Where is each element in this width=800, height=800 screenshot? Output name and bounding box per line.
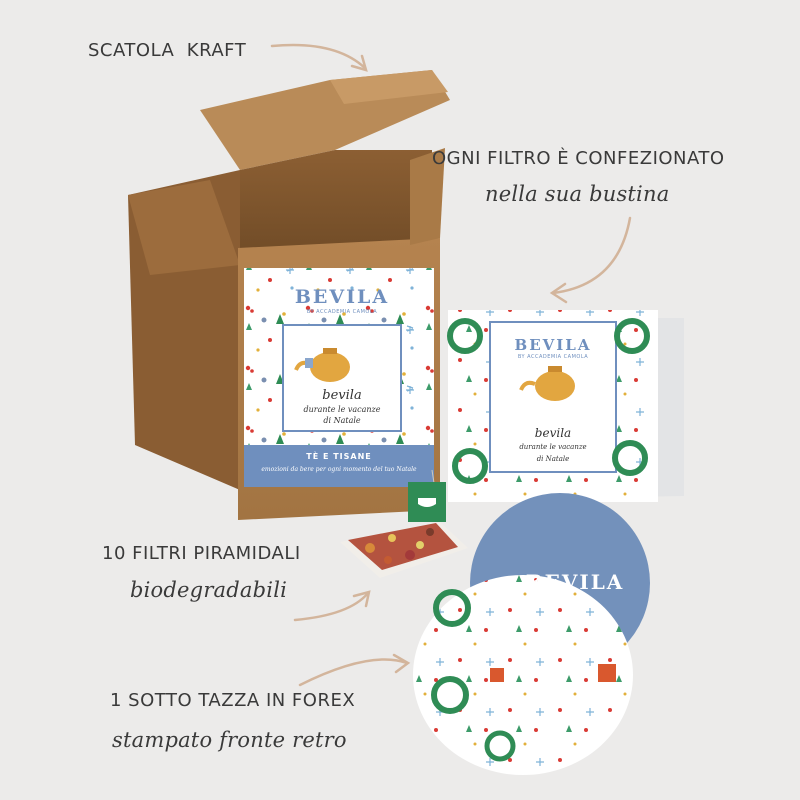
coaster-front	[413, 575, 633, 775]
coaster-back-brand: BEVILA	[525, 570, 625, 594]
box-brand-sub: BY ACCADEMIA CAMOLA	[306, 309, 378, 315]
arrow-box	[270, 43, 368, 72]
caption-coaster-line2: stampato fronte retro	[112, 728, 347, 752]
caption-filter-line1: OGNI FILTRO È CONFEZIONATO	[432, 148, 725, 169]
caption-filter-line2: nella sua bustina	[485, 182, 670, 206]
pyramid-teabag	[340, 469, 468, 578]
arrow-coaster	[298, 653, 411, 687]
box-band-title: TÈ E TISANE	[306, 452, 372, 461]
sachet-line3: di Natale	[536, 455, 570, 463]
box-card-line3: di Natale	[323, 416, 361, 425]
sachet-line2: durante le vacanze	[519, 443, 587, 451]
arrow-sachet	[549, 216, 632, 304]
box-card-line2: durante le vacanze	[303, 405, 381, 414]
box-band-sub: emozioni da bere per ogni momento del tu…	[261, 466, 417, 473]
sachet-title: bevila	[534, 426, 572, 440]
arrow-pyramids	[293, 590, 371, 622]
caption-pyramids-line2: biodegradabili	[130, 578, 288, 602]
box-teapot	[294, 348, 350, 382]
tea-sachet	[447, 310, 684, 502]
caption-coaster-line1: 1 SOTTO TAZZA IN FOREX	[110, 690, 356, 711]
sachet-brand-sub: BY ACCADEMIA CAMOLA	[517, 354, 589, 360]
caption-pyramids-line1: 10 FILTRI PIRAMIDALI	[102, 543, 301, 564]
caption-box: SCATOLA KRAFT	[88, 40, 247, 61]
box-card-title: bevila	[322, 388, 362, 403]
box-brand: BEVILA	[294, 286, 390, 308]
sachet-brand: BEVILA	[514, 336, 592, 354]
